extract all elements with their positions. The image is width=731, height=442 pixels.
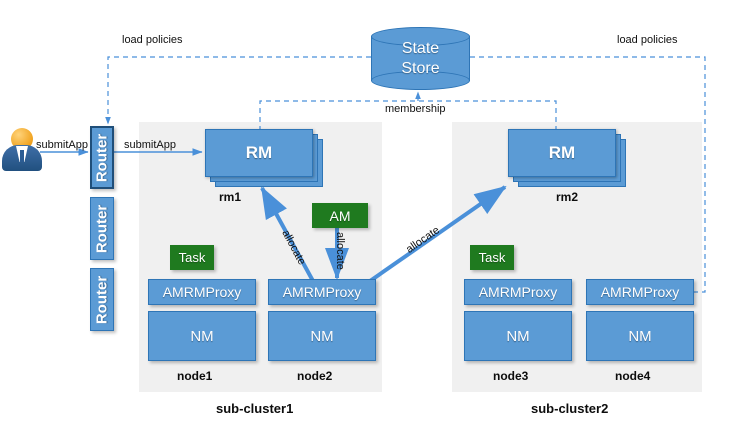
node4-caption: node4 xyxy=(615,369,651,383)
edge-allocate-proxy-to-rm1 xyxy=(260,186,315,282)
user-avatar-icon xyxy=(2,128,42,173)
subcluster-1-caption: sub-cluster1 xyxy=(216,401,294,416)
node1-nm[interactable]: NM xyxy=(148,311,256,361)
rm1-caption: rm1 xyxy=(219,190,242,204)
node2-nm[interactable]: NM xyxy=(268,311,376,361)
edge-label-submitapp-client: submitApp xyxy=(36,139,88,151)
edge-label-submitapp-router: submitApp xyxy=(124,139,176,151)
node1-caption: node1 xyxy=(177,369,213,383)
node4-nm[interactable]: NM xyxy=(586,311,694,361)
subcluster-2-caption: sub-cluster2 xyxy=(531,401,609,416)
rm2-caption: rm2 xyxy=(556,190,579,204)
edge-label-membership: membership xyxy=(385,103,446,115)
rm1-label: RM xyxy=(205,129,313,177)
edge-allocate-proxy-to-rm2 xyxy=(358,185,507,290)
router-2-label: Router xyxy=(93,204,111,253)
edge-label-load-policies-right: load policies xyxy=(617,34,678,46)
router-1-label: Router xyxy=(93,133,111,182)
state-store-label-line1: State xyxy=(401,40,440,57)
router-2[interactable]: Router xyxy=(90,197,114,260)
node3-amrmproxy[interactable]: AMRMProxy xyxy=(464,279,572,305)
node1-amrmproxy[interactable]: AMRMProxy xyxy=(148,279,256,305)
rm2-stack[interactable]: RM xyxy=(508,129,626,187)
node1-task[interactable]: Task xyxy=(170,245,214,270)
node2-caption: node2 xyxy=(297,369,333,383)
node3-task[interactable]: Task xyxy=(470,245,514,270)
rm2-label: RM xyxy=(508,129,616,177)
node4-amrmproxy[interactable]: AMRMProxy xyxy=(586,279,694,305)
edge-label-load-policies-left: load policies xyxy=(122,34,183,46)
edge-load-policies-left xyxy=(105,56,371,125)
node3-caption: node3 xyxy=(493,369,529,383)
node3-nm[interactable]: NM xyxy=(464,311,572,361)
node2-amrmproxy[interactable]: AMRMProxy xyxy=(268,279,376,305)
router-3[interactable]: Router xyxy=(90,268,114,331)
state-store-cylinder: State Store xyxy=(371,27,470,90)
router-1[interactable]: Router xyxy=(90,126,114,189)
edge-label-allocate-am-proxy: allocate xyxy=(334,232,346,270)
rm1-stack[interactable]: RM xyxy=(205,129,323,187)
am-box[interactable]: AM xyxy=(312,203,368,228)
state-store-label-line2: Store xyxy=(401,60,440,77)
router-3-label: Router xyxy=(93,275,111,324)
edge-membership-bus xyxy=(259,100,557,140)
